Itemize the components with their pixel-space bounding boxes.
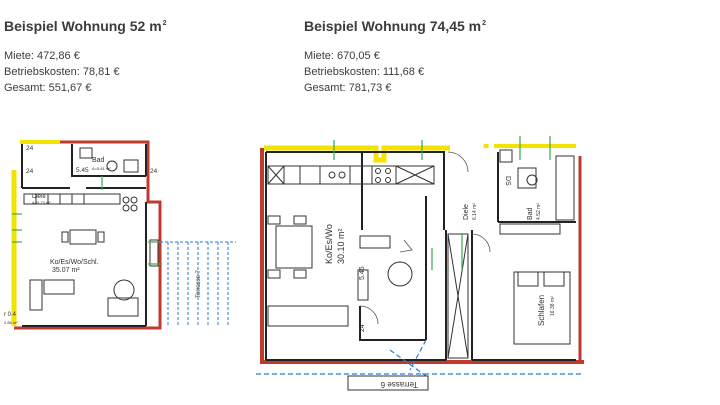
left-label-diele-area: A=5.73 m²	[32, 200, 51, 205]
right-gesamt: Gesamt: 781,73 €	[304, 82, 392, 94]
right-betriebskosten: Betriebskosten: 111,68 €	[304, 66, 425, 78]
left-gesamt: Gesamt: 551,67 €	[4, 82, 92, 94]
left-label-room-area: 35.07 m²	[52, 267, 80, 274]
left-label-r04: r 0.4	[4, 312, 17, 318]
right-label-schlafen: Schlafen	[537, 295, 546, 326]
right-dim-545: 5.45	[359, 266, 366, 280]
right-label-schlafen-area: 16.38 m²	[550, 296, 556, 316]
right-price-block: Miete: 670,05 € Betriebskosten: 111,68 €…	[304, 48, 424, 96]
left-dim-545: 5.45	[76, 167, 89, 174]
right-label-room-area: 30.10 m²	[336, 228, 346, 264]
right-label-room: Ko/Es/Wo	[324, 224, 334, 264]
left-title: Beispiel Wohnung 52 m2	[4, 18, 167, 34]
left-dim-24-c: 24	[26, 145, 34, 152]
left-dim-24-b: 24	[150, 168, 158, 175]
left-label-r04-area: 2.66 m²	[4, 320, 18, 325]
left-dim-24-a: 24	[26, 168, 34, 175]
left-floor-plan: Bad A=5.81 m² 5.45 24 24 24 Diele A=5.73…	[4, 140, 236, 330]
left-miete: Miete: 472,86 €	[4, 50, 80, 62]
right-label-terrasse: Terrasse 6	[380, 380, 418, 389]
left-label-terrasse: Terrasse 7	[196, 269, 202, 298]
right-label-diele-area: 6.14 m²	[472, 203, 478, 220]
right-label-ds: DS	[504, 176, 511, 186]
left-betriebskosten: Betriebskosten: 78,81 €	[4, 66, 120, 78]
left-label-diele: Diele	[32, 194, 46, 200]
right-dim-24: 24	[359, 324, 366, 332]
right-label-bad: Bad	[527, 207, 534, 220]
left-label-room: Ko/Es/Wo/Schl.	[50, 259, 99, 266]
left-label-bad: Bad	[92, 157, 105, 164]
right-label-bad-area: 4.52 m²	[536, 203, 542, 220]
right-label-diele: Diele	[463, 204, 470, 220]
left-price-block: Miete: 472,86 € Betriebskosten: 78,81 € …	[4, 48, 120, 96]
right-title: Beispiel Wohnung 74,45 m2	[304, 18, 487, 34]
right-floor-plan: Ko/Es/Wo 30.10 m² 5.45 24 Diele 6.14 m² …	[256, 136, 584, 391]
left-label-bad-area: A=5.81 m²	[92, 166, 111, 171]
right-miete: Miete: 670,05 €	[304, 50, 380, 62]
